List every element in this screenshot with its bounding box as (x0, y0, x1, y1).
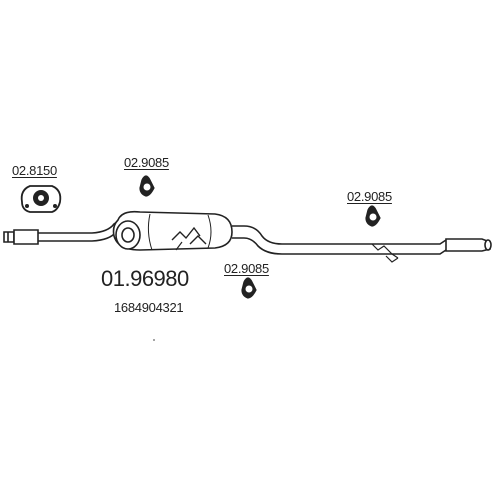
tail-pipe-tip (445, 238, 492, 252)
oem-part-number: 1684904321 (114, 300, 184, 315)
rear-silencer (112, 210, 233, 251)
rubber-hanger-icon (365, 205, 381, 227)
rubber-hanger-icon (241, 277, 257, 299)
tail-pipe (232, 225, 478, 255)
mount-bracket-part-number: 02.8150 (12, 163, 57, 178)
hanger-part-number: 02.9085 (224, 261, 269, 276)
front-pipe (38, 219, 123, 242)
hanger-part-number: 02.9085 (347, 189, 392, 204)
tail-pipe-hanger-bracket (371, 243, 399, 263)
front-pipe-flange (3, 229, 39, 245)
main-part-number: 01.96980 (101, 266, 189, 291)
hanger-part-number: 02.9085 (124, 155, 169, 170)
rubber-hanger-icon (139, 175, 155, 197)
exhaust-mount-bracket-icon (20, 185, 62, 213)
